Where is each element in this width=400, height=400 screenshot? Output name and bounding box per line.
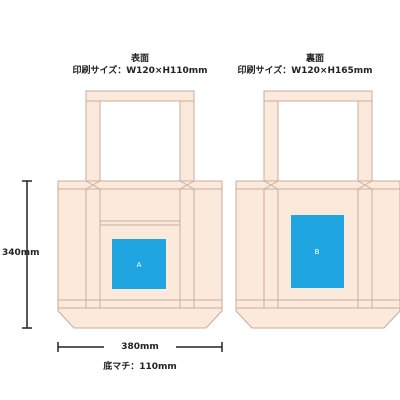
front-print-area (112, 239, 166, 289)
back-bag-body (235, 90, 400, 329)
front-print-size: 印刷サイズ：W120×H110mm (72, 66, 208, 76)
front-handle-right (179, 90, 195, 182)
front-bag: A (57, 90, 223, 329)
height-dimension-line (22, 180, 32, 329)
front-handle-left (85, 90, 101, 182)
back-handle-left (263, 90, 279, 182)
front-side-title: 表面 (130, 54, 149, 64)
back-handle-top (263, 90, 373, 102)
back-stitch-crosses (263, 180, 373, 190)
back-seam-lines (236, 188, 400, 309)
back-print-area-label: B (315, 248, 320, 256)
width-dimension-label: 380mm (121, 342, 159, 352)
back-bag: B (235, 90, 400, 329)
back-print-area (291, 215, 344, 288)
front-handle-top (85, 90, 195, 102)
back-print-size: 印刷サイズ：W120×H165mm (237, 66, 373, 76)
front-stitch-crosses (85, 180, 195, 190)
front-seam-lines (58, 188, 222, 309)
width-dimension-line (57, 342, 223, 352)
back-side-title: 裏面 (305, 54, 324, 64)
front-bag-body (57, 90, 223, 329)
front-print-area-label: A (137, 261, 142, 269)
height-dimension-label: 340mm (2, 248, 40, 258)
gusset-dimension-label: 底マチ：110mm (103, 362, 177, 372)
back-handle-right (357, 90, 373, 182)
